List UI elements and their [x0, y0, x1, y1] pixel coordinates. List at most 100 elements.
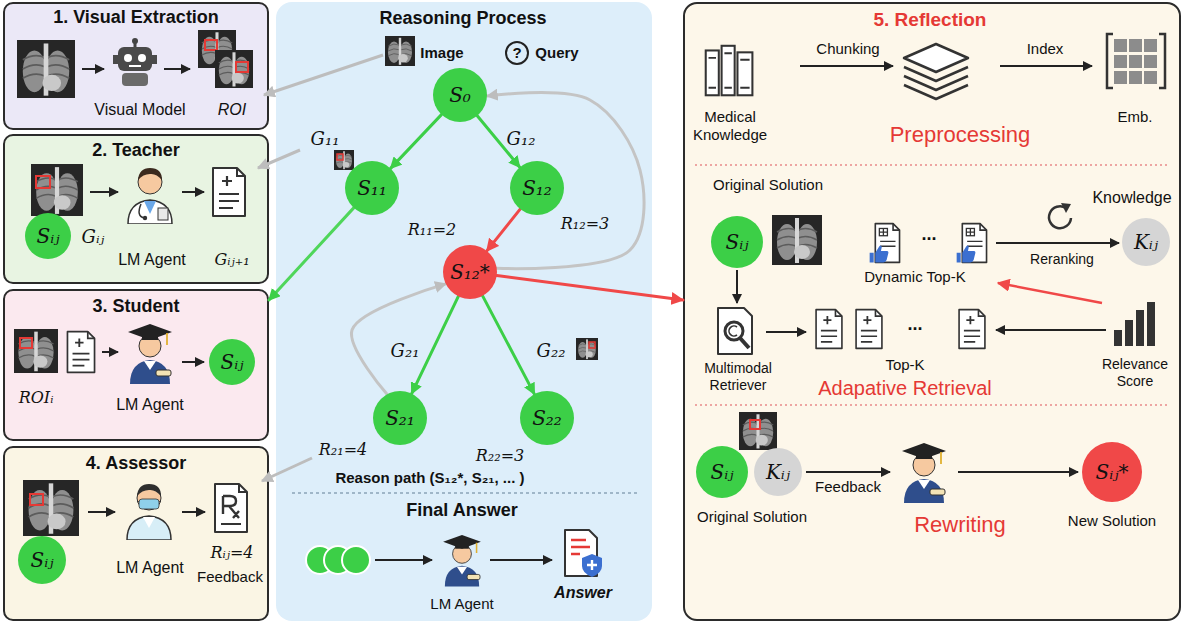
teacher-icon	[128, 168, 172, 224]
text-anchor: Relevance Score	[1095, 356, 1175, 390]
text-anchor: Original Solution	[713, 176, 823, 194]
panel-text: Rewriting	[914, 512, 1006, 538]
pointer-arrow	[258, 150, 300, 168]
panel-text: Relevance Score	[1095, 356, 1175, 390]
panel-box: 2. TeacherGᵢⱼ LM Agent Gᵢⱼ₊₁ Sᵢⱼ	[3, 134, 269, 284]
state-dot	[306, 546, 334, 574]
xray-image	[31, 164, 83, 216]
panel-text: New Solution	[1068, 512, 1156, 530]
roi-box	[750, 420, 760, 429]
text-anchor: Reranking	[1030, 250, 1094, 268]
state-label: Sᵢⱼ	[220, 350, 243, 374]
flow-arrow	[998, 283, 1102, 303]
question-icon	[506, 42, 528, 64]
flow-arrow	[182, 361, 204, 363]
text-anchor: Visual Model	[94, 100, 185, 119]
panel-text: ROIᵢ	[19, 388, 54, 407]
chunks-icon	[904, 44, 968, 99]
roi-box	[236, 62, 248, 72]
text-anchor: R₂₂=3	[476, 446, 524, 465]
approved-document-icon	[870, 224, 900, 263]
text-anchor: Reasoning Process	[379, 8, 546, 30]
panel-text: R₂₁=4	[319, 440, 367, 459]
text-anchor: 3. Student	[92, 296, 179, 318]
panel-text: Multimodal Retriever	[688, 360, 788, 394]
edge-label: G₁₁	[311, 128, 340, 150]
text-anchor: R₂₁=4	[319, 440, 367, 459]
flow-arrow	[375, 559, 432, 561]
panel-text: 2. Teacher	[92, 140, 180, 162]
text-anchor: Preprocessing	[890, 122, 1031, 148]
divider-line	[695, 404, 1170, 406]
edge-label: G₁₂	[507, 128, 536, 150]
flow-arrow	[996, 242, 1119, 244]
xray-image	[14, 329, 58, 373]
text-anchor: G₁₂	[507, 128, 536, 150]
panel-text: LM Agent	[116, 395, 184, 414]
document-icon	[816, 310, 842, 349]
xray-image	[215, 50, 253, 88]
state-dot	[342, 546, 370, 574]
connector-arrow	[269, 208, 354, 300]
xray-image	[385, 36, 415, 66]
divider-line	[695, 164, 1170, 166]
state-label: Sᵢⱼ	[725, 230, 748, 254]
state-label: S₂₂	[532, 406, 562, 430]
flow-arrow	[490, 559, 552, 561]
text-anchor: Feedback	[815, 478, 881, 496]
rerank-icon	[1049, 206, 1071, 228]
student-icon	[902, 443, 946, 503]
state-label: S₁₂*	[450, 260, 490, 284]
text-anchor: Original Solution	[697, 508, 807, 526]
state-label: Sᵢⱼ	[30, 548, 53, 572]
panel-box: 1. Visual ExtractionVisual Model ROI	[3, 2, 269, 130]
xray-image	[739, 412, 777, 450]
xray-image	[17, 40, 75, 98]
text-anchor: Reason path (S₁₂*, S₂₁, ... )	[335, 469, 524, 487]
panel-text: Feedback	[815, 478, 881, 496]
panel-text: ROI	[218, 100, 246, 119]
panel-text: Visual Model	[94, 100, 185, 119]
text-anchor: ROIᵢ	[19, 388, 54, 407]
xray-image	[23, 480, 79, 536]
panel-text: LM Agent	[430, 595, 493, 613]
text-anchor: 1. Visual Extraction	[53, 7, 219, 29]
state-label: Sᵢⱼ	[36, 224, 59, 248]
connector-arrow	[483, 296, 535, 394]
state-circle: Sᵢⱼ	[711, 216, 763, 268]
text-anchor: Rewriting	[914, 512, 1006, 538]
state-label: Kᵢⱼ	[766, 460, 790, 484]
panel-text: R₁₂=3	[561, 214, 609, 233]
document-icon	[959, 310, 985, 349]
state-label: S₁₁	[357, 176, 387, 200]
panel-text: Reasoning Process	[379, 8, 546, 30]
prescription-icon	[215, 484, 247, 532]
bar-chart-icon	[1114, 302, 1155, 346]
text-anchor: ROI	[218, 100, 246, 119]
flow-arrow	[958, 471, 1078, 473]
flow-arrow	[1000, 65, 1092, 67]
text-anchor: Emb.	[1117, 108, 1152, 126]
text-anchor: 5. Reflection	[874, 9, 987, 32]
edge-label: G₂₁	[391, 340, 420, 362]
answer-icon	[565, 530, 602, 577]
panel-text: Reason path (S₁₂*, S₂₁, ... )	[335, 469, 524, 487]
panel-text: 1. Visual Extraction	[53, 7, 219, 29]
books-icon	[706, 46, 753, 95]
text-anchor: LM Agent	[118, 250, 186, 269]
text-anchor: LM Agent	[116, 395, 184, 414]
text-anchor: Adapative Retrieval	[818, 376, 991, 400]
panel-text: LM Agent	[116, 558, 184, 577]
divider-line	[292, 492, 638, 494]
connector-arrow	[412, 296, 459, 393]
panel-text: Reranking	[1030, 251, 1094, 268]
text-anchor: ...	[921, 224, 936, 246]
roi-box	[30, 494, 43, 505]
roi-box	[36, 176, 50, 188]
xray-image	[198, 30, 236, 68]
connector-arrow	[497, 276, 683, 300]
panel-box: 4. AssessorLM AgentRᵢⱼ=4FeedbackSᵢⱼ	[3, 446, 269, 621]
text-anchor: Gᵢⱼ	[82, 226, 105, 248]
text-anchor: Index	[1027, 40, 1064, 58]
text-anchor: Gᵢⱼ₊₁	[214, 250, 249, 269]
